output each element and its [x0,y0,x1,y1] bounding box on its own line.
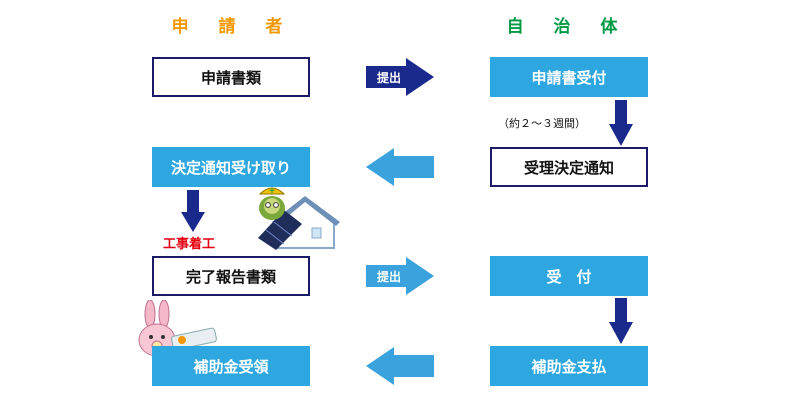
received-label: 受 付 [546,267,592,286]
municipality-header: 自 治 体 [506,17,630,37]
applicant-header: 申 請 者 [171,17,295,37]
submit-arrow-2 [366,257,434,295]
application-received-label: 申請書受付 [531,68,607,87]
down-arrow-right-2 [609,298,633,344]
submit-label-2: 提出 [376,269,401,284]
down-arrow-left-1 [181,190,205,232]
subsidy-received-label: 補助金受領 [193,357,269,376]
application-docs-box: 申請書類 [152,57,310,97]
receive-notice-box: 決定通知受け取り [152,147,310,187]
notice-arrow-left-1 [366,148,434,186]
subsidy-payment-box: 補助金支払 [490,346,648,386]
completion-report-label: 完了報告書類 [185,267,276,286]
receive-notice-label: 決定通知受け取り [170,158,291,177]
application-received-box: 申請書受付 [490,57,648,97]
duration-note: （約２～３週間） [498,117,586,130]
received-box: 受 付 [490,256,648,296]
subsidy-payment-label: 補助金支払 [531,357,607,376]
down-arrow-right-1 [609,100,633,146]
construction-start-label: 工事着工 [163,237,216,252]
svg-text:+: + [269,186,276,195]
application-docs-label: 申請書類 [200,68,261,87]
turtle-worker-icon: + [258,186,340,250]
subsidy-received-box: 補助金受領 [152,346,310,386]
submit-label-1: 提出 [376,70,401,85]
acceptance-notice-box: 受理決定通知 [490,147,648,187]
submit-arrow-1 [366,58,434,96]
completion-report-box: 完了報告書類 [152,256,310,296]
payment-arrow-left [366,347,434,385]
acceptance-notice-label: 受理決定通知 [523,158,614,177]
